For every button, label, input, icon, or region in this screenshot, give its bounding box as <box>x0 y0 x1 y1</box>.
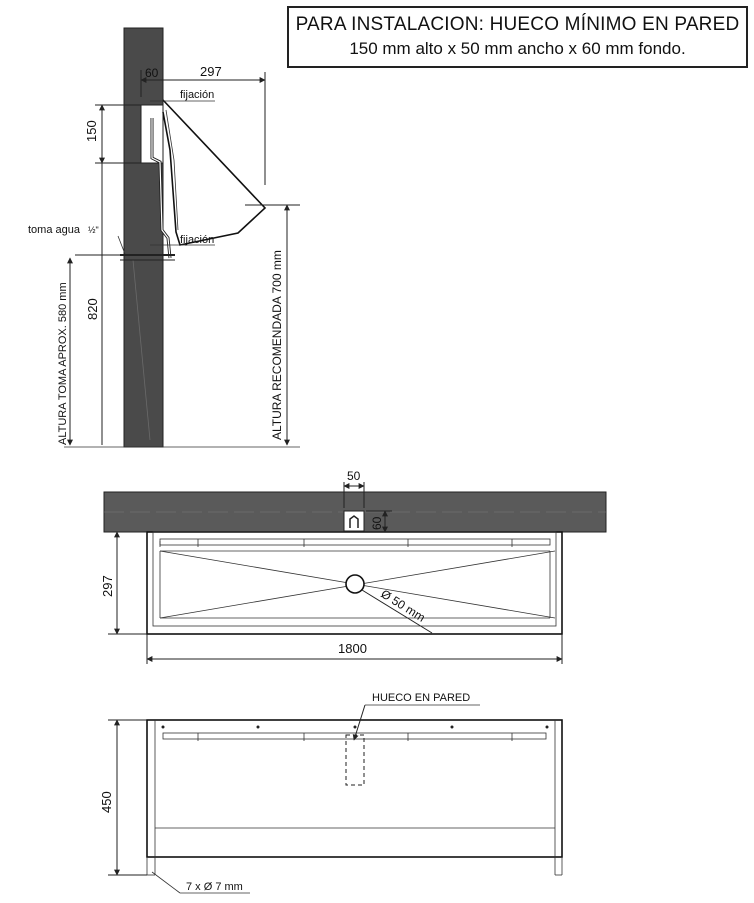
dim-projection: 297 <box>200 64 222 79</box>
title-line-2: 150 mm alto x 50 mm ancho x 60 mm fondo. <box>349 39 686 58</box>
title-line-1: PARA INSTALACION: HUECO MÍNIMO EN PARED <box>295 14 740 35</box>
wall-section <box>123 27 164 448</box>
label-wall-recess: HUECO EN PARED <box>372 692 470 704</box>
installation-title-box: PARA INSTALACION: HUECO MÍNIMO EN PARED … <box>287 6 748 68</box>
dim-recess-depth: 60 <box>370 516 384 530</box>
label-fixing-bottom: fijación <box>180 234 214 246</box>
label-inlet-height: ALTURA TOMA APROX. 580 mm <box>57 282 69 445</box>
drain-outlet <box>345 574 365 594</box>
water-inlet-fraction: ½" <box>88 225 99 235</box>
dim-wall-depth: 60 <box>145 66 159 80</box>
spray-bar-plan <box>159 538 551 546</box>
dim-recess-width: 50 <box>347 469 361 483</box>
wall-recess-plan <box>343 510 365 532</box>
side-view: 60 297 fijación fijación 150 toma agua ½… <box>28 27 300 448</box>
dim-length: 1800 <box>338 641 367 656</box>
dim-depth: 297 <box>100 575 115 597</box>
urinal-profile <box>162 99 267 246</box>
label-water-inlet: toma agua <box>28 224 81 236</box>
label-fixing-top: fijación <box>180 89 214 101</box>
label-holes: 7 x Ø 7 mm <box>186 881 243 893</box>
urinal-front-outer <box>146 719 563 858</box>
dim-recess-height: 150 <box>84 120 99 142</box>
top-view: 50 60 297 1800 Ø 50 mm <box>100 469 607 664</box>
label-recommended-height: ALTURA RECOMENDADA 700 mm <box>270 250 284 440</box>
wall-recess-front <box>345 734 365 786</box>
dim-inlet-height: 820 <box>85 298 100 320</box>
front-view: HUECO EN PARED 450 7 x Ø 7 mm <box>99 692 563 894</box>
dim-height: 450 <box>99 791 114 813</box>
